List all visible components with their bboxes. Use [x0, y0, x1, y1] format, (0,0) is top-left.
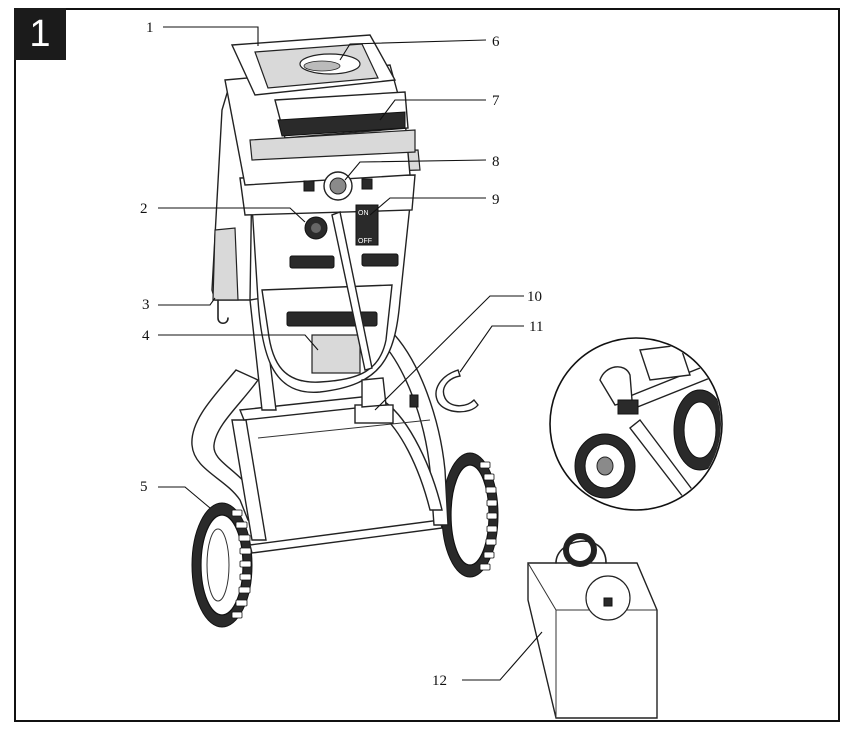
callout-9: 9 [492, 192, 500, 208]
on-off-switch [355, 204, 379, 246]
clamp-bracket [354, 404, 394, 424]
callout-10: 10 [527, 289, 542, 305]
callout-7: 7 [492, 93, 500, 109]
callout-11: 11 [529, 319, 543, 335]
figure-frame [14, 8, 840, 722]
cart-frame [191, 297, 449, 554]
switch-off-label: OFF [358, 238, 372, 245]
collection-bag [527, 533, 658, 719]
callout-2: 2 [140, 201, 148, 217]
switch-on-label: ON [358, 210, 369, 217]
figure-number-badge: 1 [14, 8, 66, 60]
callout-6: 6 [492, 34, 500, 50]
shredder-body: ON OFF [211, 34, 421, 424]
label-plate [311, 334, 361, 374]
callout-12: 12 [432, 673, 447, 689]
left-wheel [191, 502, 253, 628]
detail-view [549, 337, 723, 511]
callout-1: 1 [146, 20, 154, 36]
callout-5: 5 [140, 479, 148, 495]
right-wheel [441, 452, 499, 578]
retaining-clip [409, 369, 479, 413]
leader-lines [158, 26, 543, 681]
callout-8: 8 [492, 154, 500, 170]
callout-3: 3 [142, 297, 150, 313]
callout-4: 4 [142, 328, 150, 344]
